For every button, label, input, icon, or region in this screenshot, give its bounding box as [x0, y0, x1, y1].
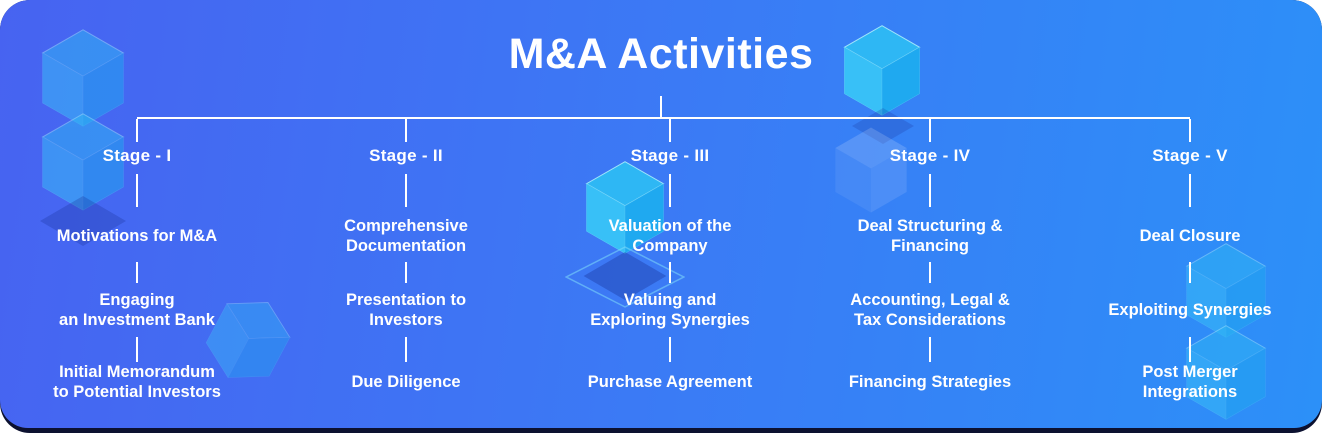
page-title: M&A Activities: [508, 30, 814, 78]
connector-line: [1189, 262, 1191, 283]
connector-line: [929, 262, 931, 283]
stage-item: Exploiting Synergies: [1108, 301, 1272, 319]
stage-item: Financing Strategies: [848, 373, 1012, 391]
stage-label: Stage - V: [1152, 146, 1228, 165]
stage-item: Comprehensive Documentation: [344, 217, 468, 255]
stage-item: Engaging an Investment Bank: [59, 291, 215, 329]
stage-item: Deal Structuring & Financing: [857, 217, 1003, 255]
stage-item: Accounting, Legal & Tax Considerations: [850, 291, 1010, 329]
connector-line: [669, 174, 671, 207]
connector-line: [136, 262, 138, 283]
stage-column-2: Stage - II Comprehensive Documentation P…: [286, 117, 526, 417]
connector-line: [137, 117, 1190, 119]
connector-line: [1189, 119, 1191, 142]
stage-column-1: Stage - I Motivations for M&A Engaging a…: [17, 117, 257, 417]
connector-line: [1189, 337, 1191, 362]
stage-item: Deal Closure: [1139, 227, 1241, 245]
stage-item: Initial Memorandum to Potential Investor…: [53, 363, 221, 401]
connector-line: [929, 119, 931, 142]
stage-item: Post Merger Integrations: [1142, 363, 1238, 401]
stage-label: Stage - IV: [889, 146, 971, 165]
connector-line: [669, 262, 671, 283]
connector-line: [669, 119, 671, 142]
connector-line: [1189, 174, 1191, 207]
stage-item: Purchase Agreement: [587, 373, 753, 391]
stage-label: Stage - II: [369, 146, 443, 165]
connector-line: [660, 96, 662, 117]
stage-column-5: Stage - V Deal Closure Exploiting Synerg…: [1070, 117, 1310, 417]
connector-line: [405, 174, 407, 207]
stage-item: Due Diligence: [351, 373, 461, 391]
stage-column-3: Stage - III Valuation of the Company Val…: [550, 117, 790, 417]
stage-column-4: Stage - IV Deal Structuring & Financing …: [810, 117, 1050, 417]
stage-item: Valuation of the Company: [608, 217, 732, 255]
connector-line: [929, 174, 931, 207]
connector-line: [669, 337, 671, 362]
stage-item: Valuing and Exploring Synergies: [590, 291, 750, 329]
connector-line: [136, 119, 138, 142]
connector-line: [136, 174, 138, 207]
stage-label: Stage - I: [102, 146, 172, 165]
connector-line: [929, 337, 931, 362]
connector-line: [405, 119, 407, 142]
connector-line: [136, 337, 138, 362]
stage-item: Presentation to Investors: [345, 291, 467, 329]
connector-line: [405, 262, 407, 283]
stage-item: Motivations for M&A: [56, 227, 218, 245]
stage-label: Stage - III: [630, 146, 710, 165]
connector-line: [405, 337, 407, 362]
